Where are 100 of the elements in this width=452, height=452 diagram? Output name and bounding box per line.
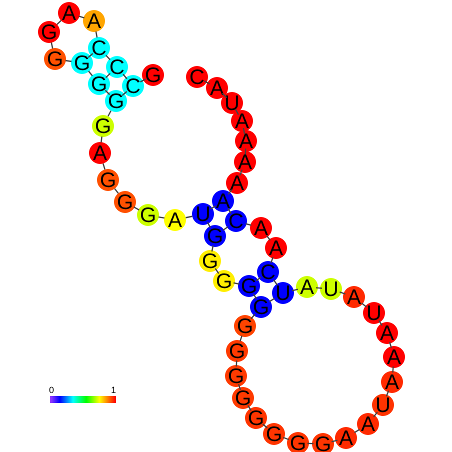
backbone-line [392,366,394,373]
backbone-line [88,53,94,58]
backbone-line [238,384,242,390]
nucleotide-circle: G [44,48,66,70]
nucleotide-circle: U [192,203,214,225]
nucleotide-circle: G [71,52,93,74]
backbone-line [122,74,128,80]
backbone-line [373,412,378,418]
backbone-line [266,235,271,241]
nucleotide-circle: A [250,217,272,239]
nucleotide-circle: C [257,261,279,283]
backbone-line [186,216,192,218]
backbone-line [50,42,54,49]
nucleotide-circle: U [272,282,294,304]
nucleotide-circle: A [376,322,398,344]
backbone-line [256,276,262,282]
nucleotide-circle: U [363,302,385,324]
nucleotide-circle: C [186,66,208,88]
nucleotide-circle: A [83,10,105,32]
backbone-line [292,288,298,292]
backbone-line [122,91,128,96]
nucleotide-circle: A [164,209,186,231]
backbone-line [158,216,165,219]
backbone-line [269,298,275,302]
backbone-line [100,136,102,143]
backbone-line [102,163,106,170]
backbone-line [270,256,274,264]
nucleotide-circle: G [250,296,272,318]
nucleotide-circle: G [232,387,254,409]
backbone-line [389,342,392,348]
nucleotide-circle: C [88,37,110,59]
nucleotide-circle: G [238,275,260,297]
backbone-line [242,128,246,134]
backbone-line [273,280,278,286]
backbone-line [105,54,111,60]
nucleotide-circle: G [199,250,221,272]
nucleotide-circle: A [89,142,111,164]
scale-tick-label: 1 [111,386,116,395]
backbone-line [204,80,210,85]
backbone-line [339,291,346,295]
nucleotide-circle: A [335,427,357,449]
nucleotide-circle: G [38,21,60,43]
nucleotide-circle: A [296,276,318,298]
nucleotide-circle: G [142,64,164,86]
backbone-line [105,72,111,78]
nucleotide-circle: C [106,56,128,78]
nucleotide-circle: A [235,130,257,152]
backbone-line [140,78,146,83]
backbone-line [250,314,256,320]
nucleotide-circle: A [383,346,405,368]
nucleotide-circle: G [226,340,248,362]
backbone-line [134,206,140,211]
backbone-line [95,31,98,38]
backbone-line [361,302,367,308]
nucleotide-circle: A [265,237,287,259]
nucleotide-circle: C [225,210,247,232]
nucleotide-circle: A [212,190,234,212]
backbone-line [247,405,252,411]
nucleotide-circle: G [225,365,247,387]
backbone-line [222,226,228,231]
backbone-line [354,428,360,434]
nucleotide-circle: A [226,172,248,194]
nucleotide-circle: G [92,115,114,137]
backbone-line [245,223,252,226]
nucleotide-circle: G [204,225,226,247]
backbone-line [282,436,290,440]
backbone-line [114,188,119,194]
backbone-line [210,205,216,210]
nucleotide-circle: G [234,315,256,337]
backbone-line [214,268,220,274]
backbone-line [108,110,112,117]
nucleotide-circle: A [234,151,256,173]
nucleotide-circle: G [263,423,285,445]
nucleotide-circle: A [231,110,253,132]
nucleotide-circle: U [320,278,342,300]
nucleotide-circle: U [372,394,394,416]
nucleotide-circle: G [213,270,235,292]
nucleotide-circle: G [88,73,110,95]
backbone-line [316,287,322,289]
backbone-line [386,390,390,397]
backbone-line [211,245,214,252]
scale-tick-label: 0 [49,386,54,395]
nucleotide-circle: A [58,2,80,24]
backbone-line [78,15,85,19]
backbone-line [234,109,240,115]
nucleotide-circle: G [114,191,136,213]
backbone-line [239,335,243,342]
backbone-line [331,440,338,442]
nucleotide-circle: A [381,371,403,393]
nucleotide-circle: A [343,286,365,308]
backbone-line [88,70,93,76]
nucleotide-circle: G [97,169,119,191]
backbone-line [233,282,240,285]
nucleotide-circle: G [312,433,334,452]
backbone-line [378,320,383,326]
nucleotide-circle: G [245,407,267,429]
backbone-line [207,222,211,228]
nucleotide-circle: C [122,75,144,97]
backbone-line [262,424,268,428]
nucleotide-circle: G [287,432,309,452]
